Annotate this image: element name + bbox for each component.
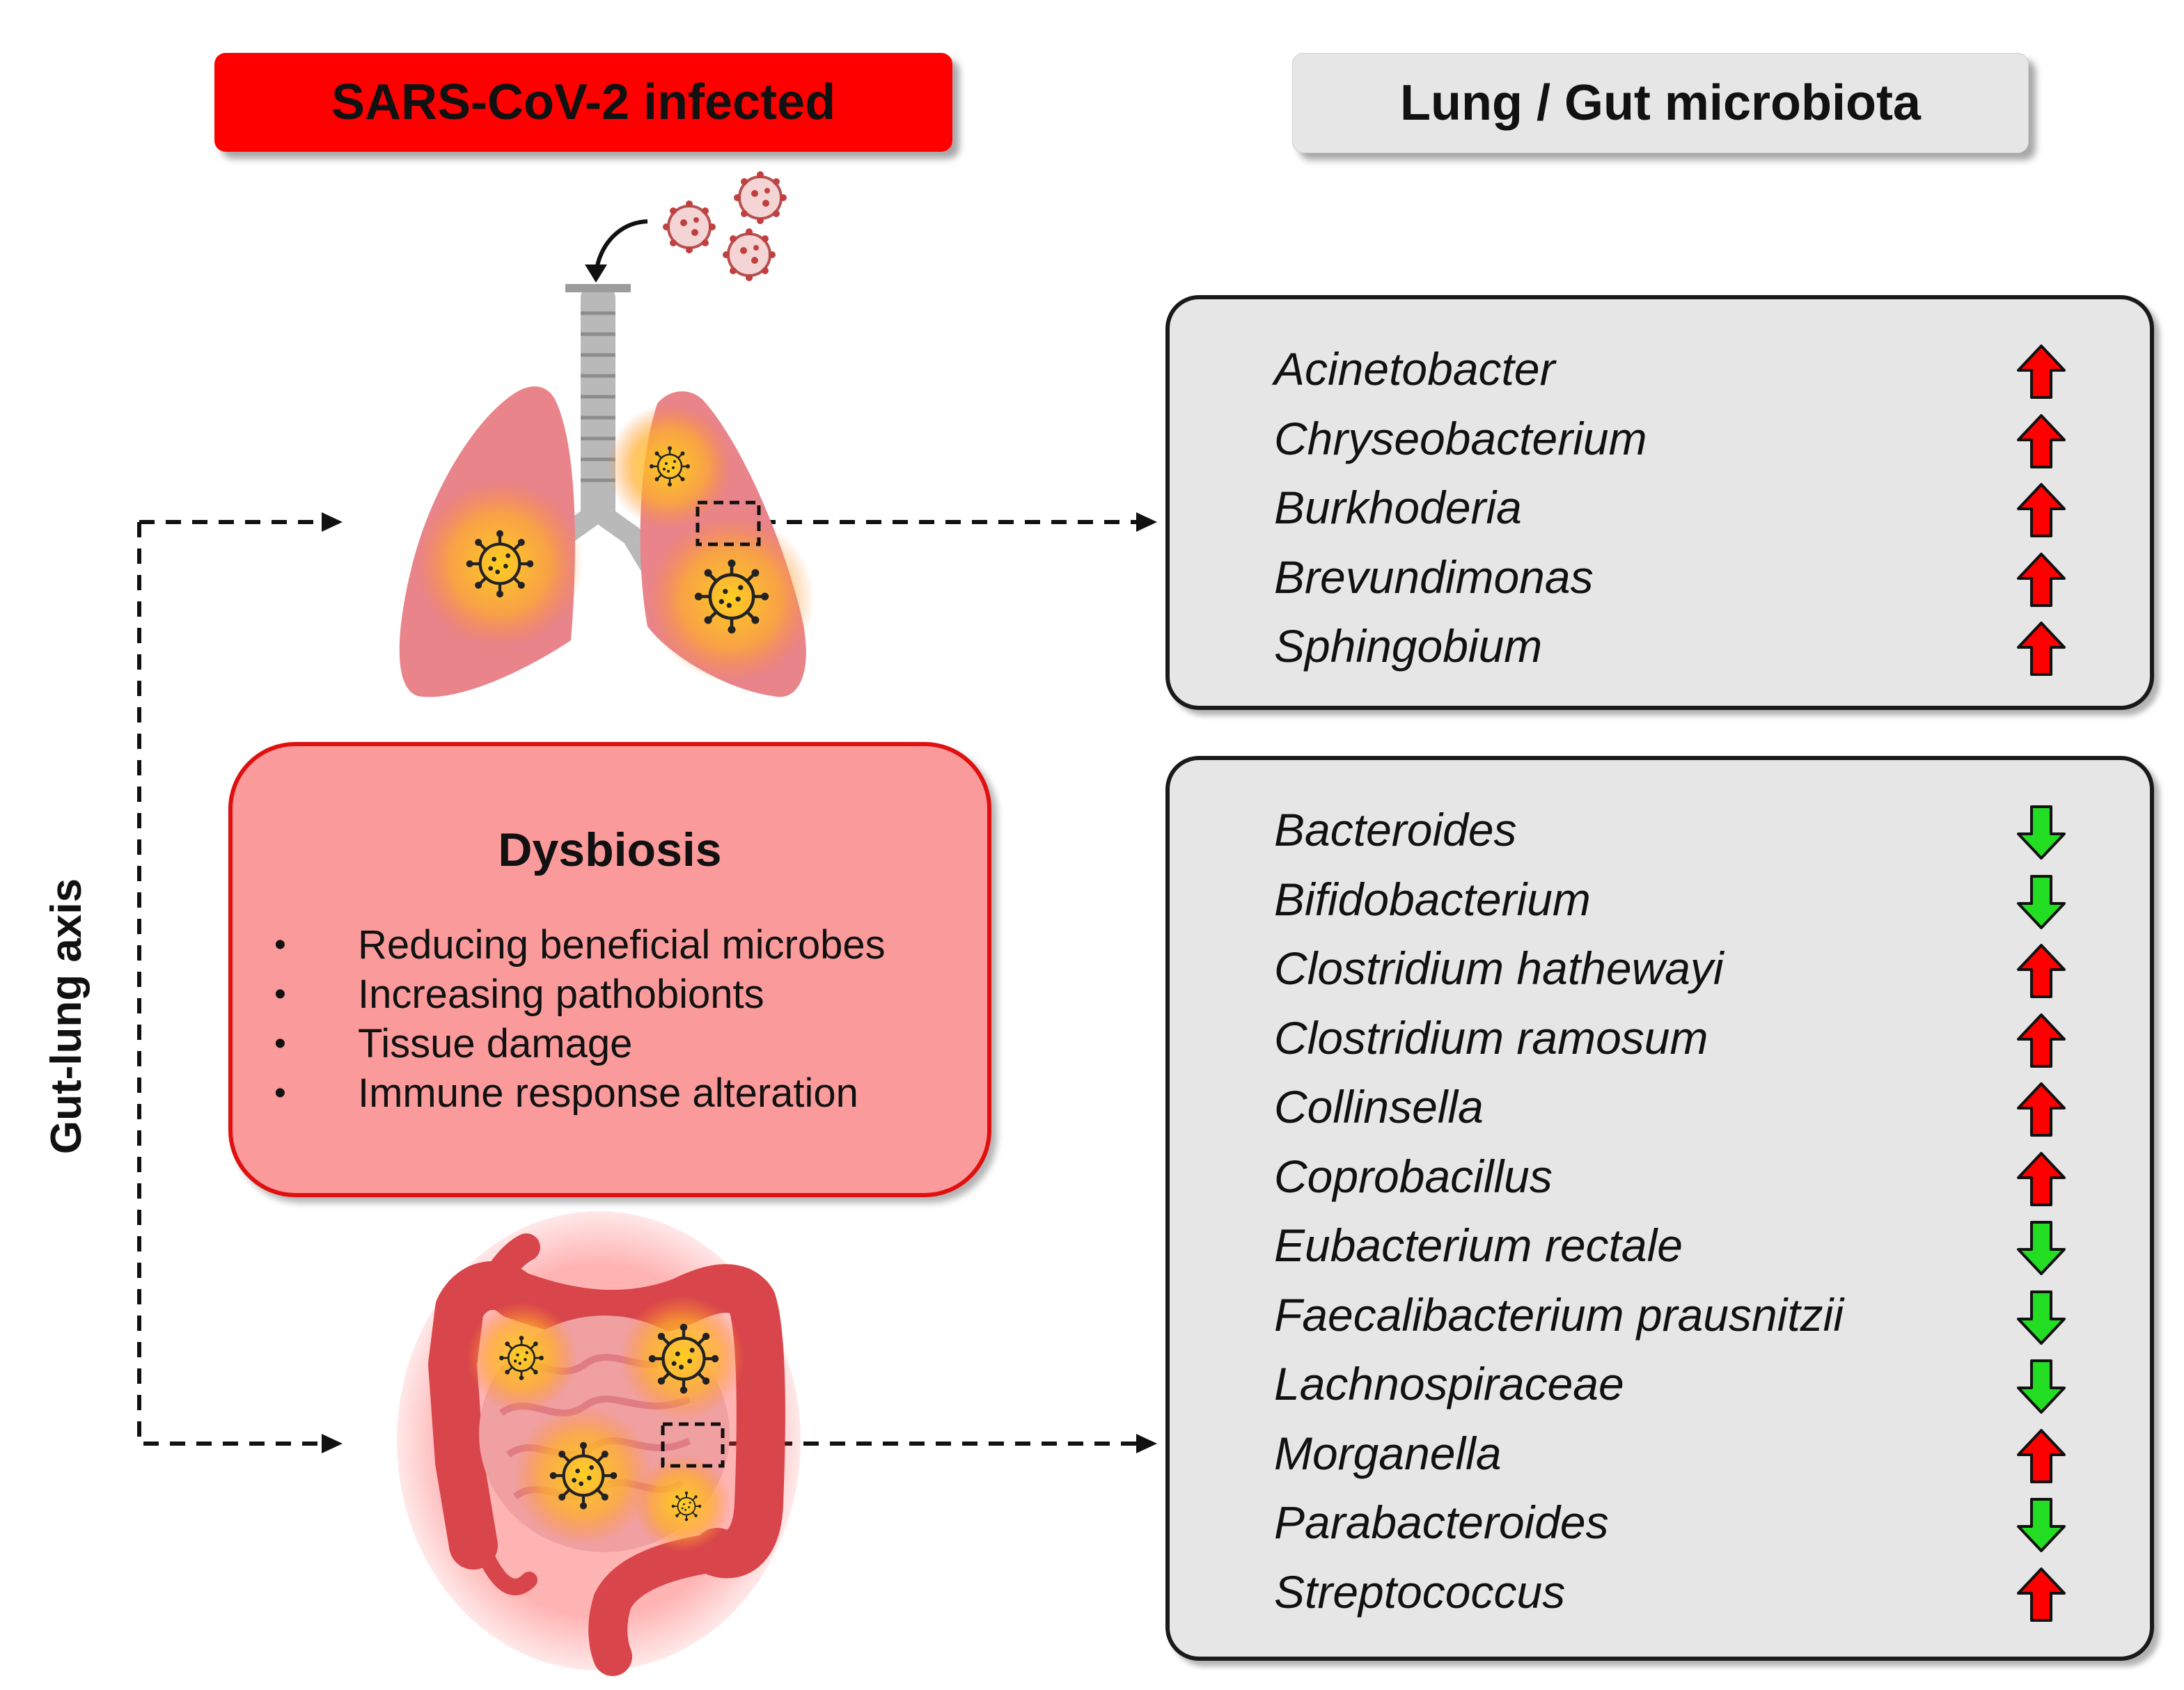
taxon-name: Brevundimonas	[1274, 551, 1594, 603]
down-arrow-icon	[2017, 805, 2066, 860]
taxon-name: Bacteroides	[1274, 804, 1517, 855]
taxon-name: Eubacterium rectale	[1274, 1219, 1683, 1271]
down-arrow-icon	[2017, 1498, 2066, 1552]
up-arrow-icon	[2017, 1013, 2066, 1068]
up-arrow-icon	[2017, 1082, 2066, 1137]
taxon-row: Burkhoderia	[1274, 473, 2066, 542]
taxon-row: Faecalibacterium prausnitzii	[1274, 1280, 2066, 1350]
taxon-row: Clostridium hathewayi	[1274, 933, 2066, 1003]
list-item-text: Immune response alteration	[358, 1071, 858, 1116]
down-arrow-icon	[2017, 874, 2066, 929]
taxon-name: Bifidobacterium	[1274, 873, 1591, 925]
taxon-name: Clostridium hathewayi	[1274, 942, 1724, 994]
taxon-name: Acinetobacter	[1274, 343, 1555, 395]
list-item: • Reducing beneficial microbes	[274, 920, 886, 970]
dysbiosis-list: • Reducing beneficial microbes • Increasin…	[274, 920, 886, 1118]
taxon-row: Sphingobium	[1274, 611, 2066, 681]
taxon-row: Bifidobacterium	[1274, 864, 2066, 934]
bullet: •	[274, 926, 286, 963]
list-item-text: Increasing pathobionts	[358, 972, 764, 1017]
infected-header: SARS-CoV-2 infected	[214, 53, 952, 152]
up-arrow-icon	[2017, 622, 2066, 676]
up-arrow-icon	[2017, 413, 2066, 468]
taxon-row: Morganella	[1274, 1419, 2066, 1488]
taxon-row: Collinsella	[1274, 1072, 2066, 1142]
taxon-row: Acinetobacter	[1274, 334, 2066, 404]
taxon-name: Sphingobium	[1274, 620, 1543, 672]
taxon-name: Burkhoderia	[1274, 482, 1522, 533]
list-item: • Tissue damage	[274, 1019, 886, 1068]
bullet: •	[274, 1075, 286, 1112]
bullet: •	[274, 1025, 286, 1062]
intestine-illustration-icon	[397, 1211, 801, 1676]
taxon-name: Parabacteroides	[1274, 1496, 1609, 1548]
up-arrow-icon	[2017, 552, 2066, 607]
down-arrow-icon	[2017, 1221, 2066, 1275]
taxon-name: Collinsella	[1274, 1081, 1484, 1132]
up-arrow-icon	[2017, 1428, 2066, 1483]
list-item-text: Tissue damage	[358, 1021, 633, 1066]
up-arrow-icon	[2017, 345, 2066, 399]
dysbiosis-box: Dysbiosis • Reducing beneficial microbes …	[228, 742, 991, 1197]
lungs-illustration-icon	[399, 284, 815, 697]
taxon-name: Coprobacillus	[1274, 1150, 1553, 1202]
up-arrow-icon	[2017, 944, 2066, 998]
list-item-text: Reducing beneficial microbes	[358, 922, 886, 968]
taxon-row: Parabacteroides	[1274, 1487, 2066, 1557]
list-item: • Increasing pathobionts	[274, 970, 886, 1019]
up-arrow-icon	[2017, 483, 2066, 537]
axis-connector	[137, 520, 1149, 1446]
list-item: • Immune response alteration	[274, 1068, 886, 1118]
taxon-row: Eubacterium rectale	[1274, 1210, 2066, 1280]
up-arrow-icon	[2017, 1567, 2066, 1622]
taxon-row: Streptococcus	[1274, 1557, 2066, 1627]
microbiota-header: Lung / Gut microbiota	[1292, 53, 2029, 153]
up-arrow-icon	[2017, 1151, 2066, 1206]
down-arrow-icon	[2017, 1290, 2066, 1345]
taxon-row: Lachnospiraceae	[1274, 1349, 2066, 1419]
bullet: •	[274, 976, 286, 1013]
taxon-name: Morganella	[1274, 1427, 1502, 1479]
taxon-row: Coprobacillus	[1274, 1142, 2066, 1211]
taxon-row: Brevundimonas	[1274, 542, 2066, 612]
down-arrow-icon	[2017, 1359, 2066, 1414]
taxon-name: Streptococcus	[1274, 1565, 1566, 1618]
taxon-name: Lachnospiraceae	[1274, 1358, 1624, 1409]
taxon-name: Chryseobacterium	[1274, 412, 1647, 464]
taxon-row: Bacteroides	[1274, 795, 2066, 864]
dysbiosis-title: Dysbiosis	[498, 823, 722, 876]
taxon-name: Faecalibacterium prausnitzii	[1274, 1288, 1844, 1341]
taxon-row: Clostridium ramosum	[1274, 1003, 2066, 1073]
taxon-name: Clostridium ramosum	[1274, 1011, 1708, 1064]
virus-particles	[661, 170, 788, 283]
taxon-row: Chryseobacterium	[1274, 404, 2066, 473]
